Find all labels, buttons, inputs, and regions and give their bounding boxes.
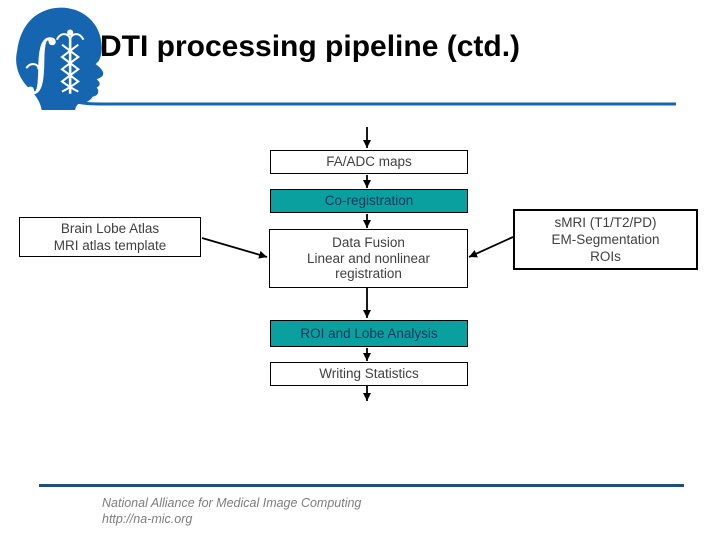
flow-node-smri: sMRI (T1/T2/PD) EM-Segmentation ROIs [513,209,698,270]
flow-node-label-line1: Brain Lobe Atlas [60,221,160,236]
arrow-smri-to-data-fusion [468,236,514,258]
flow-node-fa-adc-maps: FA/ADC maps [270,150,468,174]
arrow-atlas-to-data-fusion [201,237,268,259]
flow-node-label: Co-registration [324,193,414,208]
flow-node-label-line2: EM-Segmentation [551,232,660,247]
flow-node-label-line2: MRI atlas template [53,238,167,253]
flow-node-label: ROI and Lobe Analysis [300,325,438,341]
flow-node-brain-lobe-atlas: Brain Lobe Atlas MRI atlas template [19,217,201,257]
footer: National Alliance for Medical Image Comp… [102,495,361,527]
flow-node-data-fusion: Data Fusion Linear and nonlinear registr… [269,229,468,288]
logo-integral-glyph: ∫ [25,27,57,98]
flow-node-label-line3: registration [335,266,402,282]
na-mic-logo-icon: ∫ [16,7,104,110]
footer-org-name: National Alliance for Medical Image Comp… [102,496,362,510]
flow-node-label-line1: Data Fusion [332,235,405,251]
footer-rule [39,484,684,487]
logo-ear-curl [25,63,40,70]
flow-node-label-line1: sMRI (T1/T2/PD) [554,215,657,230]
flow-node-label-line2: Linear and nonlinear [306,250,431,266]
flow-node-label: FA/ADC maps [326,154,412,169]
logo-head-silhouette [16,7,104,110]
flow-node-label: Writing Statistics [319,366,419,381]
flow-node-roi-lobe-analysis: ROI and Lobe Analysis [270,320,468,347]
caduceus-icon [55,29,85,94]
footer-url: http://na-mic.org [102,512,193,526]
flow-node-coregistration: Co-registration [270,189,468,213]
slide-title: DTI processing pipeline (ctd.) [100,30,521,63]
flow-node-label-line3: ROIs [590,249,621,264]
flow-node-writing-statistics: Writing Statistics [270,362,468,386]
